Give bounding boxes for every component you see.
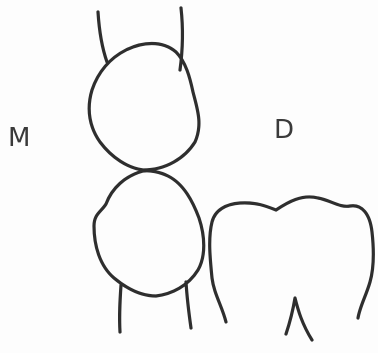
lower-tooth [94,171,204,332]
distal-molar [210,197,374,340]
mesial-label: M [8,123,31,153]
lower-tooth-root-left [120,285,121,332]
molar-crown-outline [210,197,374,322]
lower-tooth-crown [94,171,204,296]
molar-root-furcation [286,298,312,340]
upper-tooth [89,8,199,170]
upper-tooth-root-left [98,12,107,62]
lower-tooth-root-right [186,282,191,328]
distal-label: D [274,115,295,145]
